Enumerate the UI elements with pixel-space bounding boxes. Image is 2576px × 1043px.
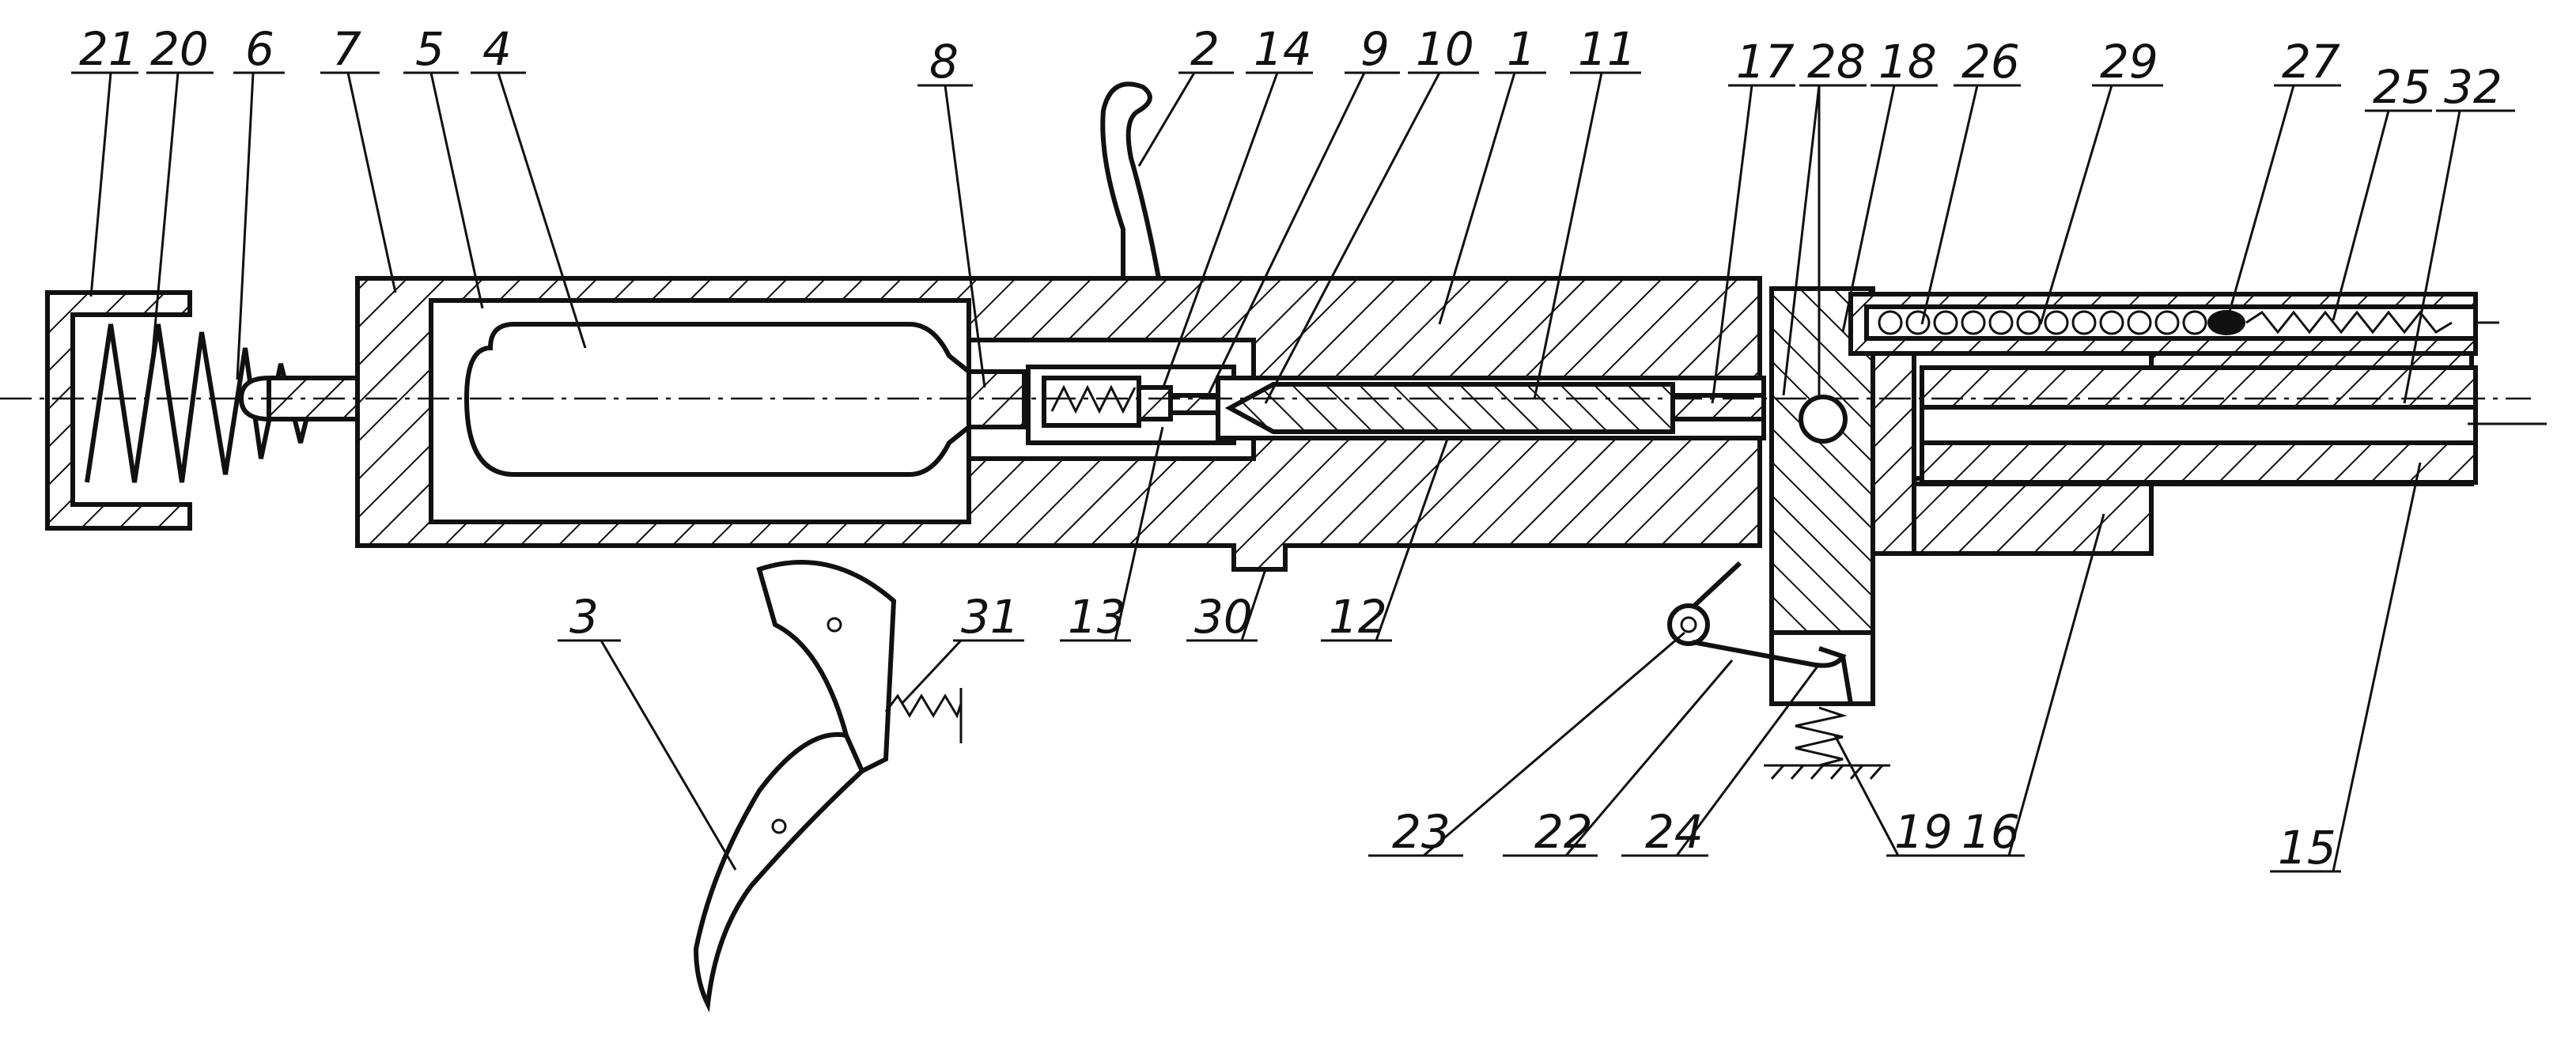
barrel-block-16	[1873, 348, 2476, 554]
label-23: 23	[1392, 805, 1451, 859]
label-21: 21	[79, 22, 138, 76]
label-31: 31	[961, 590, 1019, 644]
label-17: 17	[1736, 35, 1795, 89]
label-18: 18	[1878, 35, 1937, 89]
magazine-26-27	[1851, 294, 2499, 353]
label-6: 6	[245, 22, 274, 76]
handle-2	[1103, 84, 1159, 278]
label-19: 19	[1894, 805, 1953, 859]
label-5: 5	[415, 22, 444, 76]
projectile-10-11	[1230, 384, 1673, 432]
label-3: 3	[569, 590, 599, 644]
spring-19	[1764, 708, 1890, 779]
label-32: 32	[2444, 60, 2502, 114]
label-10: 10	[1416, 22, 1474, 76]
label-15: 15	[2278, 821, 2336, 875]
label-8: 8	[929, 35, 959, 89]
label-2: 2	[1190, 22, 1220, 76]
label-26: 26	[1961, 35, 2020, 89]
label-20: 20	[150, 22, 209, 76]
label-9: 9	[1360, 22, 1390, 76]
label-1: 1	[1507, 22, 1536, 76]
trigger-3	[696, 562, 961, 1004]
label-28: 28	[1807, 35, 1866, 89]
label-11: 11	[1578, 22, 1636, 76]
label-25: 25	[2373, 60, 2431, 114]
label-29: 29	[2100, 35, 2158, 89]
label-22: 22	[1534, 805, 1593, 859]
label-7: 7	[332, 22, 361, 76]
label-4: 4	[482, 22, 512, 76]
label-14: 14	[1254, 22, 1312, 76]
label-27: 27	[2282, 35, 2340, 89]
